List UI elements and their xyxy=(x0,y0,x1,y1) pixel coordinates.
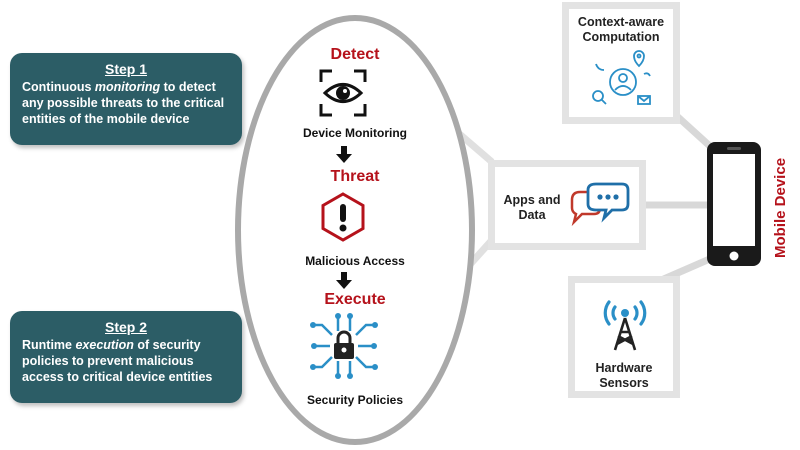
exclamation-hexagon-icon xyxy=(321,192,365,242)
context-aware-label: Context-aware Computation xyxy=(567,15,675,45)
step1-text-before: Continuous xyxy=(22,80,95,94)
step1-title: Step 1 xyxy=(104,61,147,77)
step2-text-before: Runtime xyxy=(22,338,76,352)
detect-title: Detect xyxy=(330,46,380,63)
hardware-sensors-label: Hardware Sensors xyxy=(573,361,675,391)
chat-bubbles-icon xyxy=(570,182,630,227)
down-arrow-icon xyxy=(336,272,352,289)
step2-text-after: of security policies to prevent maliciou… xyxy=(22,338,213,384)
context-label-line2: Computation xyxy=(582,30,660,44)
step2-box: Step 2 Runtime execution of security pol… xyxy=(10,311,242,403)
signal-tower-icon xyxy=(603,300,647,351)
apps-label-line2: Data xyxy=(518,208,546,222)
step1-box: Step 1 Continuous monitoring to detect a… xyxy=(10,53,242,145)
eye-scan-icon xyxy=(319,69,367,117)
hardware-sensors-box xyxy=(568,276,680,398)
smartphone-icon xyxy=(707,142,761,266)
detect-caption: Device Monitoring xyxy=(302,126,407,140)
apps-label-line1: Apps and xyxy=(503,193,561,207)
context-label-line1: Context-aware xyxy=(577,15,665,29)
execute-title: Execute xyxy=(324,291,386,308)
step1-text-emphasis: monitoring xyxy=(94,80,161,94)
step1-text-after: to detect any possible threats to the cr… xyxy=(22,80,225,126)
threat-caption: Malicious Access xyxy=(305,254,405,268)
execute-caption: Security Policies xyxy=(306,393,404,407)
step2-text: Runtime execution of security policies t… xyxy=(22,337,230,385)
context-aware-box xyxy=(562,2,680,124)
apps-data-label: Apps and Data xyxy=(497,193,567,223)
hardware-label-line1: Hardware xyxy=(595,361,653,375)
circuit-lock-icon xyxy=(310,313,378,379)
social-network-icon xyxy=(592,50,651,105)
mobile-device-label: Mobile Device xyxy=(772,157,789,258)
down-arrow-icon xyxy=(336,146,352,163)
step2-text-emphasis: execution xyxy=(75,338,134,352)
hardware-label-line2: Sensors xyxy=(599,376,649,390)
step1-text: Continuous monitoring to detect any poss… xyxy=(22,79,230,127)
threat-title: Threat xyxy=(330,168,380,185)
step2-title: Step 2 xyxy=(104,319,147,335)
